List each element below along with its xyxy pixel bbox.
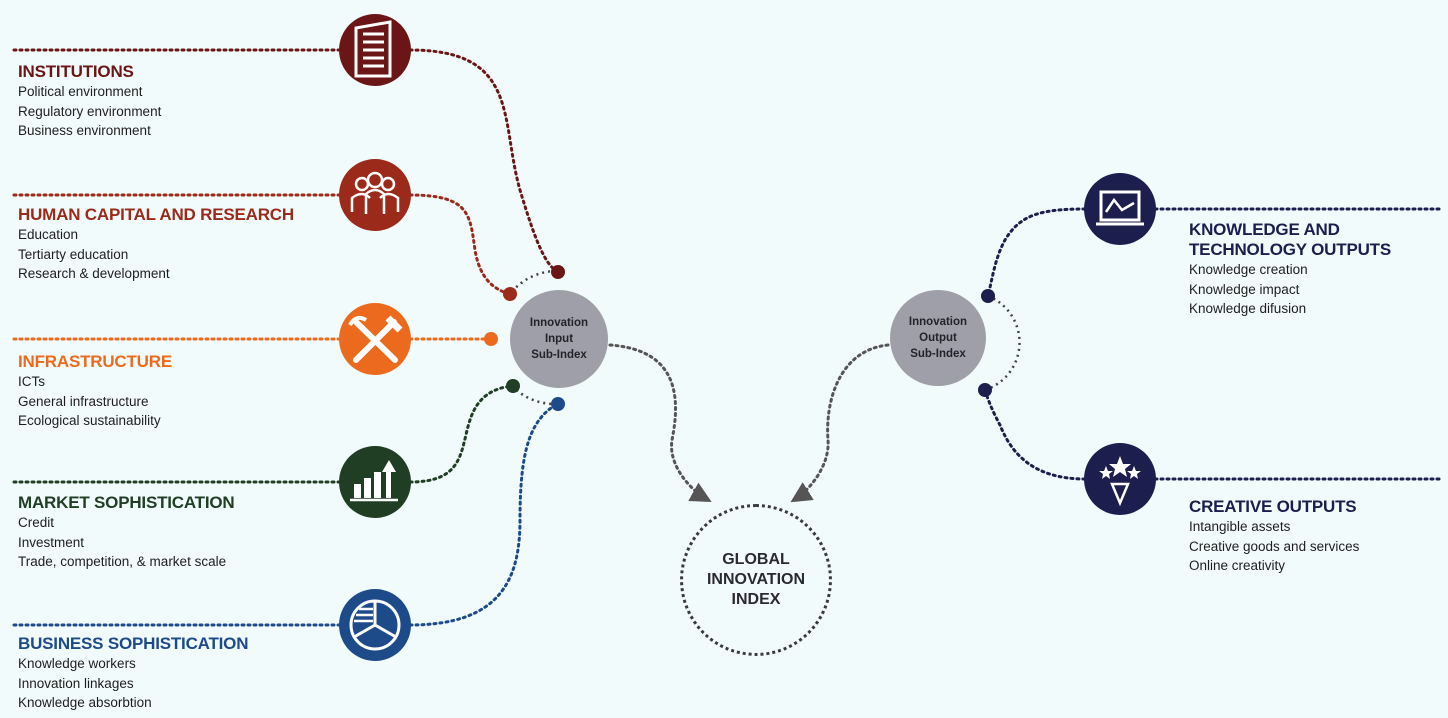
market-connector xyxy=(408,384,514,484)
pillar-item: Investment xyxy=(18,534,85,550)
institutions-connector xyxy=(408,48,560,274)
knowledge-dot xyxy=(981,289,995,303)
pillar-title-line2: TECHNOLOGY OUTPUTS xyxy=(1189,240,1391,259)
pillar-item: Regulatory environment xyxy=(18,103,162,119)
pillar-item: Knowledge difusion xyxy=(1189,301,1307,316)
pillar-title: INSTITUTIONS xyxy=(18,62,134,81)
pillar-title: HUMAN CAPITAL AND RESEARCH xyxy=(18,205,294,224)
pillar-item: General infrastructure xyxy=(18,393,149,409)
human-capital-connector xyxy=(408,193,512,296)
pillar-title: CREATIVE OUTPUTS xyxy=(1189,497,1357,516)
pillar-market-sophistication: MARKET SOPHISTICATION Credit Investment … xyxy=(18,493,235,572)
pillar-item: Knowledge impact xyxy=(1189,281,1300,297)
output-subindex-line2: Output xyxy=(919,332,957,344)
output-subindex-line3: Sub-Index xyxy=(910,348,966,360)
building-icon xyxy=(339,14,411,86)
people-icon xyxy=(339,159,411,231)
institutions-dot xyxy=(551,265,565,279)
pillar-creative-outputs: CREATIVE OUTPUTS Intangible assets Creat… xyxy=(1189,497,1359,576)
output-arc xyxy=(984,294,1021,392)
pillar-item: Political environment xyxy=(18,84,143,99)
pillar-item: Trade, competition, & market scale xyxy=(18,554,227,569)
infrastructure-dot xyxy=(484,332,498,346)
gii-line3: INDEX xyxy=(731,591,781,608)
pie-chart-icon xyxy=(339,589,411,661)
input-subindex-line2: Input xyxy=(544,333,574,345)
pillar-title: INFRASTRUCTURE xyxy=(18,352,172,371)
input-to-gii-arrow xyxy=(608,343,712,503)
gii-line1: GLOBAL xyxy=(722,551,790,568)
business-dot xyxy=(551,397,565,411)
pillar-item: Credit xyxy=(18,515,55,530)
pillar-item: Education xyxy=(18,227,79,242)
pillar-item: Knowledge creation xyxy=(1189,262,1308,277)
creative-connector xyxy=(983,388,1087,481)
pillar-item: Research & development xyxy=(18,266,170,281)
pillar-human-capital: HUMAN CAPITAL AND RESEARCH Education Ter… xyxy=(18,205,294,284)
pillar-item: Knowledge workers xyxy=(18,656,136,671)
pillar-item: Innovation linkages xyxy=(18,675,134,691)
pillar-item: ICTs xyxy=(18,374,45,389)
monitor-chart-icon xyxy=(1084,173,1156,245)
human-capital-dot xyxy=(503,287,517,301)
pillar-knowledge-technology: KNOWLEDGE AND TECHNOLOGY OUTPUTS Knowled… xyxy=(1189,220,1391,319)
pillar-title-line1: KNOWLEDGE AND xyxy=(1189,220,1340,239)
pillar-item: Tertiarty education xyxy=(18,246,129,262)
input-subindex-line1: Innovation xyxy=(529,317,589,329)
stars-pencil-icon xyxy=(1084,443,1156,515)
creative-dot xyxy=(978,383,992,397)
input-arc-lower xyxy=(511,385,558,406)
input-subindex-line3: Sub-Index xyxy=(531,349,587,361)
output-subindex-node: Innovation Output Sub-Index xyxy=(890,290,986,386)
output-to-gii-arrow xyxy=(790,343,890,503)
pillar-item: Online creativity xyxy=(1189,558,1286,573)
pillar-institutions: INSTITUTIONS Political environment Regul… xyxy=(18,62,161,141)
gii-line2: INNOVATION xyxy=(706,571,806,588)
business-connector xyxy=(408,402,559,627)
pillar-business-sophistication: BUSINESS SOPHISTICATION Knowledge worker… xyxy=(18,634,248,713)
pillar-infrastructure: INFRASTRUCTURE ICTs General infrastructu… xyxy=(18,352,172,431)
pillar-item: Knowledge absorbtion xyxy=(18,695,152,710)
pillar-title: MARKET SOPHISTICATION xyxy=(18,493,235,512)
knowledge-connector xyxy=(986,207,1087,298)
market-dot xyxy=(506,379,520,393)
bar-chart-up-icon xyxy=(339,446,411,518)
tools-icon xyxy=(339,303,411,375)
pillar-item: Business environment xyxy=(18,123,151,138)
pillar-item: Creative goods and services xyxy=(1189,538,1360,554)
global-innovation-index-node: GLOBAL INNOVATION INDEX xyxy=(680,504,832,656)
input-subindex-node: Innovation Input Sub-Index xyxy=(510,290,608,388)
output-subindex-line1: Innovation xyxy=(908,316,968,328)
pillar-title: BUSINESS SOPHISTICATION xyxy=(18,634,249,653)
pillar-item: Intangible assets xyxy=(1189,519,1291,534)
pillar-item: Ecological sustainability xyxy=(18,413,161,428)
